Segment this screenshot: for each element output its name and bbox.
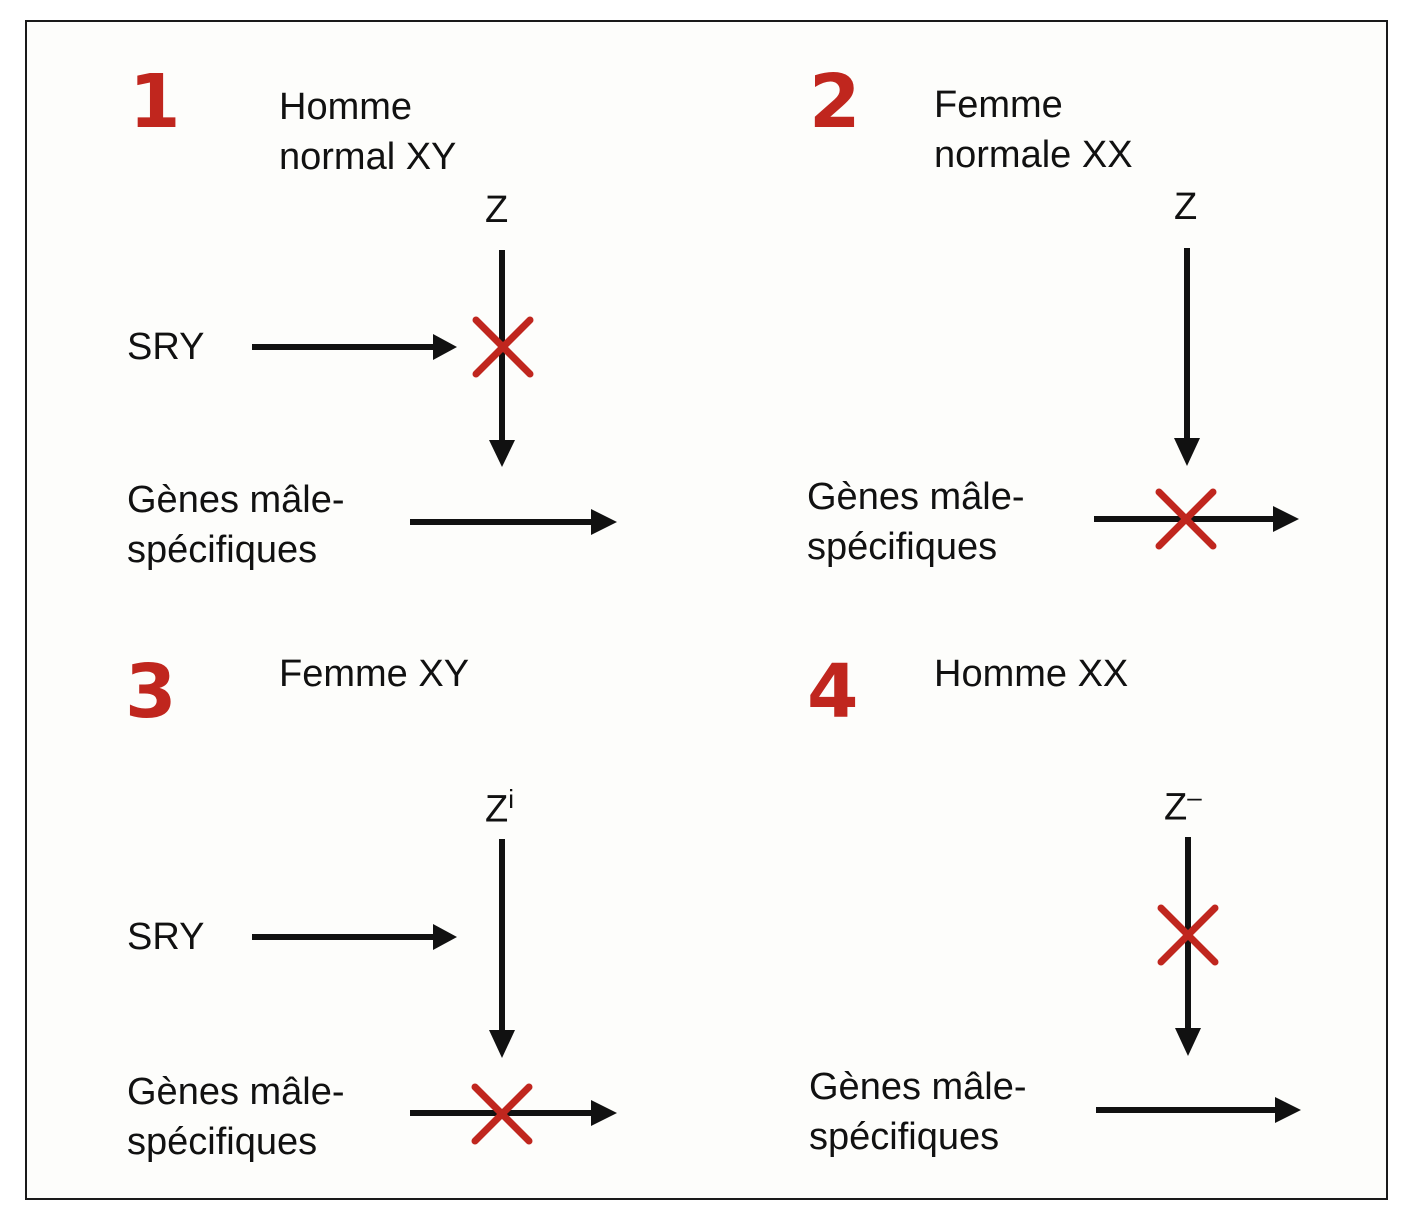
- panel-number: 4: [807, 649, 858, 735]
- genes-arrowhead: [1275, 1097, 1301, 1123]
- panel-2-arrows: [1094, 248, 1299, 550]
- panel-title-line-1: Femme: [934, 84, 1063, 126]
- genes-line-2: spécifiques: [127, 1121, 318, 1163]
- panel-number: 3: [125, 649, 176, 735]
- panel-title-line-2: normale XX: [934, 134, 1133, 176]
- panel-title-line-2: normal XY: [279, 136, 457, 178]
- block-cross: [1157, 904, 1219, 966]
- genes-line-1: Gènes mâle-: [809, 1066, 1027, 1108]
- panel-title-line-1: Homme: [279, 86, 413, 128]
- z-superscript: i: [508, 784, 514, 814]
- panel-3-femme-xy: 3 Femme XY Zi SRY Gènes mâle- spécifique…: [27, 612, 717, 1202]
- sry-label: SRY: [127, 916, 205, 958]
- genes-label: Gènes mâle- spécifiques: [127, 1067, 345, 1167]
- panel-number: 1: [129, 59, 180, 145]
- figure-frame: 1 Homme normal XY Z SRY Gènes mâle- spéc…: [25, 20, 1388, 1200]
- block-cross: [471, 1083, 533, 1145]
- genes-line-1: Gènes mâle-: [807, 476, 1025, 518]
- genes-line-2: spécifiques: [807, 526, 998, 568]
- sry-arrowhead: [433, 334, 457, 360]
- block-cross: [1155, 488, 1217, 550]
- z-label: Z: [1174, 186, 1198, 228]
- z-arrowhead: [489, 1030, 515, 1058]
- panel-title: Femme XY: [279, 649, 469, 699]
- z-label: Zi: [485, 784, 514, 831]
- panel-number: 2: [809, 59, 860, 145]
- sry-label: SRY: [127, 326, 205, 368]
- genes-label: Gènes mâle- spécifiques: [127, 475, 345, 575]
- panel-4-homme-xx: 4 Homme XX Z– Gènes mâle- spécifiques: [709, 612, 1399, 1202]
- block-cross: [472, 316, 534, 378]
- panel-4-arrows: [1096, 837, 1301, 1123]
- panel-1-homme-normal-xy: 1 Homme normal XY Z SRY Gènes mâle- spéc…: [27, 22, 717, 612]
- genes-line-1: Gènes mâle-: [127, 1071, 345, 1113]
- z-superscript: –: [1187, 782, 1202, 812]
- panel-3-arrows: [252, 839, 617, 1145]
- genes-label: Gènes mâle- spécifiques: [809, 1062, 1027, 1162]
- z-label: Z: [485, 189, 509, 231]
- panel-2-femme-normale-xx: 2 Femme normale XX Z Gènes mâle- spécifi…: [709, 22, 1399, 612]
- sry-arrowhead: [433, 924, 457, 950]
- genes-line-1: Gènes mâle-: [127, 479, 345, 521]
- z-arrowhead: [489, 440, 515, 467]
- genes-arrowhead: [591, 1100, 617, 1126]
- genes-line-2: spécifiques: [127, 529, 318, 571]
- z-label: Z–: [1164, 782, 1202, 829]
- z-arrowhead: [1175, 1028, 1201, 1056]
- panel-1-arrows: [252, 250, 617, 535]
- genes-line-2: spécifiques: [809, 1116, 1000, 1158]
- panel-title-line-1: Homme XX: [934, 653, 1129, 695]
- panel-title: Homme normal XY: [279, 82, 456, 182]
- z-arrowhead: [1174, 438, 1200, 466]
- panel-title: Femme normale XX: [934, 80, 1133, 180]
- panel-title-line-1: Femme XY: [279, 653, 470, 695]
- genes-arrowhead: [591, 509, 617, 535]
- panel-title: Homme XX: [934, 649, 1128, 699]
- genes-label: Gènes mâle- spécifiques: [807, 472, 1025, 572]
- genes-arrowhead: [1273, 506, 1299, 532]
